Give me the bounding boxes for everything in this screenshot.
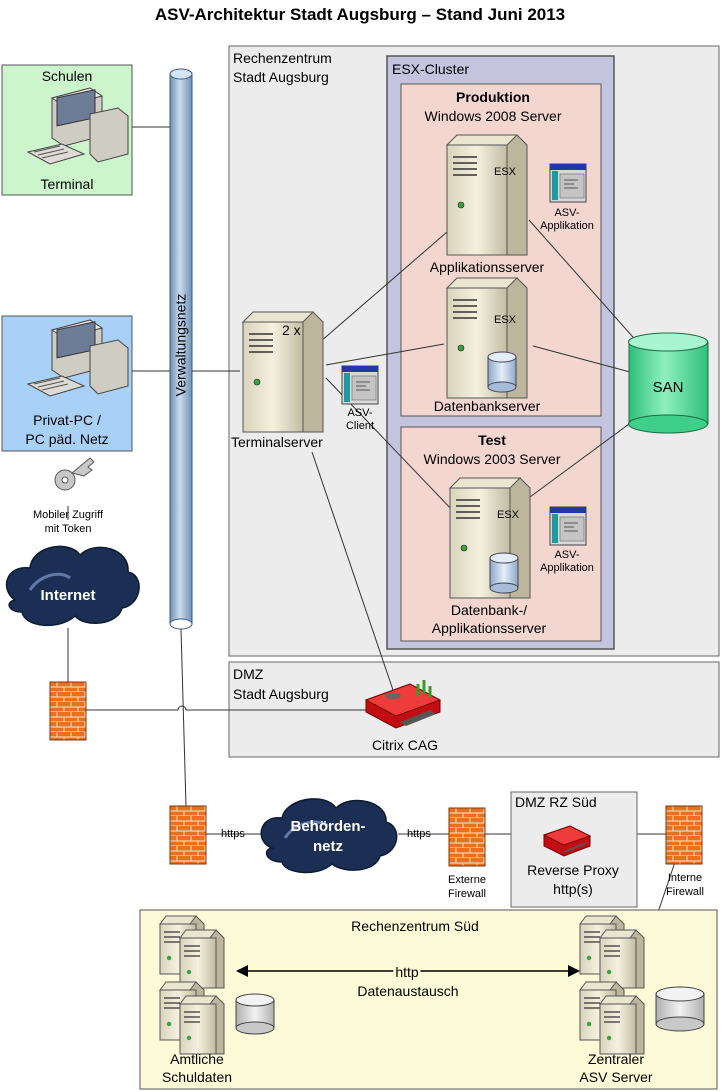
dmz-sued-title: DMZ RZ Süd (515, 794, 597, 810)
applikationsserver-icon (446, 134, 528, 256)
esx-label-test: ESX (497, 509, 520, 521)
produktion-title: Produktion (456, 89, 530, 105)
ext-firewall-line1: Externe (448, 874, 486, 886)
verwaltungsnetz-label: Verwaltungsnetz (172, 293, 189, 397)
amtliche-schuldaten-server-icon (159, 915, 275, 1055)
produktion-os: Windows 2008 Server (424, 108, 562, 124)
rz-sued-title: Rechenzentrum Süd (351, 918, 479, 934)
internet-firewall-icon (49, 681, 87, 741)
citrix-cag-icon (364, 680, 442, 729)
asv-client-line2: Client (345, 420, 375, 432)
rz-stadt-line2: Stadt Augsburg (233, 69, 329, 85)
database-cylinder-test-icon (489, 552, 519, 594)
zentraler-line2: ASV Server (579, 1069, 653, 1085)
dmz-stadt-line2: Stadt Augsburg (233, 686, 329, 702)
amtliche-line1: Amtliche (170, 1051, 224, 1067)
schulen-title: Schulen (41, 68, 93, 84)
diagram-title: ASV-Architektur Stadt Augsburg – Stand J… (154, 5, 566, 24)
reverse-proxy-line2: http(s) (553, 881, 593, 897)
amtliche-line2: Schuldaten (161, 1069, 233, 1085)
int-firewall-line1: Interne (667, 872, 703, 884)
verwaltungsnetz-pipe (169, 68, 193, 630)
rz-stadt-line1: Rechenzentrum (233, 50, 332, 66)
behoerden-line2: netz (313, 838, 343, 855)
citrix-cag-label: Citrix CAG (371, 737, 439, 753)
asv-app-prod-line2: Applikation (540, 220, 594, 232)
asv-client-icon (341, 365, 379, 405)
applikationsserver-label: Applikationsserver (429, 259, 545, 275)
behoerden-line1: Behörden- (290, 818, 366, 835)
asv-applikation-prod-icon (549, 163, 587, 203)
test-os: Windows 2003 Server (423, 451, 561, 467)
asv-app-test-line1: ASV- (554, 549, 580, 561)
esx-label-db: ESX (494, 314, 517, 326)
internet-label: Internet (40, 587, 96, 604)
token-line2: mit Token (44, 523, 92, 535)
externe-firewall-icon (448, 807, 486, 867)
http-label: http (393, 964, 421, 981)
test-title: Test (478, 432, 506, 448)
zentraler-asv-server-icon (579, 915, 705, 1055)
san-label: SAN (652, 379, 684, 396)
privat-pc-line1: Privat-PC / (33, 412, 101, 428)
reverse-proxy-icon (542, 825, 592, 857)
https-label-2: https (407, 828, 431, 840)
token-line1: Mobiler Zugriff (32, 509, 104, 521)
token-key-icon (54, 457, 95, 491)
asv-client-line1: ASV- (347, 407, 373, 419)
asv-applikation-test-icon (549, 506, 587, 546)
esx-label-app: ESX (494, 166, 517, 178)
behoerdennetz-cloud-icon (260, 798, 398, 874)
interne-firewall-icon (665, 805, 703, 865)
terminalserver-count: 2 x (282, 322, 301, 338)
database-cylinder-prod-icon (487, 351, 517, 393)
dmz-stadt-line1: DMZ (233, 666, 264, 682)
terminal-label: Terminal (40, 176, 94, 192)
san-storage-icon (628, 332, 709, 434)
behoerden-firewall-icon (169, 805, 207, 865)
esx-cluster-label: ESX-Cluster (392, 61, 470, 77)
datenbankserver-label: Datenbankserver (433, 398, 541, 414)
ext-firewall-line2: Firewall (448, 888, 486, 900)
asv-app-prod-line1: ASV- (554, 207, 580, 219)
privat-pc-line2: PC päd. Netz (25, 431, 109, 447)
zentraler-line1: Zentraler (587, 1051, 645, 1067)
test-server-line1: Datenbank-/ (450, 602, 528, 618)
datenaustausch-label: Datenaustausch (357, 983, 459, 999)
test-server-line2: Applikationsserver (431, 620, 547, 636)
internet-cloud-icon (5, 545, 140, 627)
asv-app-test-line2: Applikation (540, 562, 594, 574)
reverse-proxy-line1: Reverse Proxy (527, 862, 619, 878)
https-label-1: https (221, 828, 245, 840)
int-firewall-line2: Firewall (666, 886, 704, 898)
terminalserver-label: Terminalserver (231, 434, 323, 450)
